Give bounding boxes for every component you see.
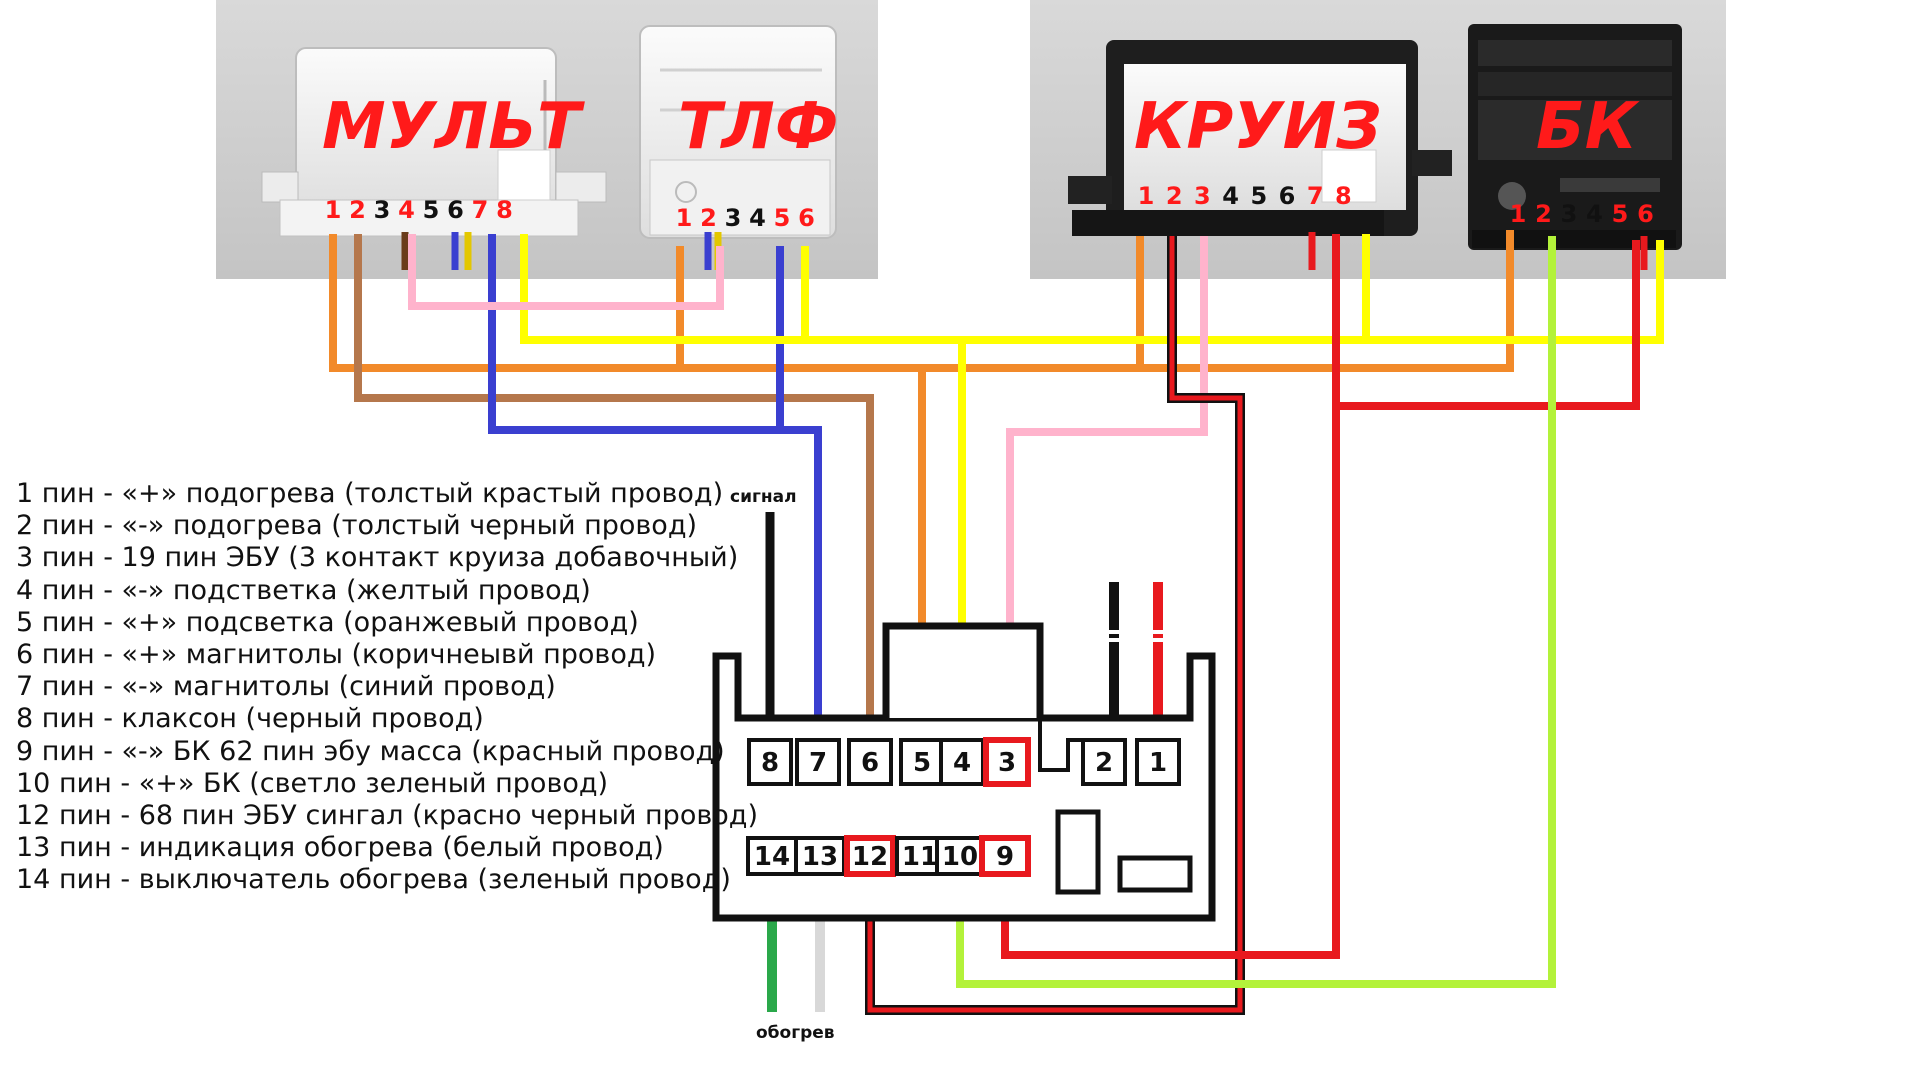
pin-label: 12 — [852, 842, 888, 872]
photo-pin-number: 4 — [398, 196, 415, 224]
photo-pin-number: 8 — [496, 196, 513, 224]
wire-yellow — [520, 234, 1664, 746]
pin-cell — [847, 738, 893, 786]
pin-description: 5 пин - «+» подсветка (оранжевый провод) — [16, 606, 639, 638]
photo-pin-number: 2 — [1166, 182, 1183, 210]
photo-pin-number: 6 — [1279, 182, 1296, 210]
pin-description: 9 пин - «-» БК 62 пин эбу масса (красный… — [16, 735, 725, 767]
photo-pin-number: 3 — [374, 196, 391, 224]
pin-label: 1 — [1149, 748, 1167, 778]
pin-description: 10 пин - «+» БК (светло зеленый провод) — [16, 767, 609, 799]
photo-pin-number: 4 — [749, 204, 766, 232]
wire-lightgreen — [956, 236, 1556, 988]
wires — [329, 230, 1664, 1015]
photo-kruiz-bk — [1030, 0, 1726, 279]
pin-cell — [935, 836, 985, 876]
wire-brown — [354, 234, 874, 746]
heating-callout: обогрев — [756, 1023, 835, 1043]
pin-description: 6 пин - «+» магнитолы (коричнеывй провод… — [16, 639, 657, 671]
pin-label: 9 — [996, 842, 1014, 872]
pin-label: 7 — [809, 748, 827, 778]
photo-pin-number: 3 — [1194, 182, 1211, 210]
pin-description: 8 пин - клаксон (черный провод) — [16, 703, 484, 735]
main-connector-tab — [882, 622, 1044, 718]
photo-pin-number: 2 — [700, 204, 717, 232]
pin-description: 1 пин - «+» подогрева (толстый крастый п… — [16, 478, 724, 509]
pin-label: 6 — [861, 748, 879, 778]
photo-pin-number: 3 — [1561, 200, 1578, 228]
pin-label: 11 — [902, 842, 938, 872]
photo-pin-number: 1 — [1510, 200, 1527, 228]
wire-pink — [408, 234, 1208, 746]
pin-cell — [1135, 738, 1181, 786]
pin-description: 12 пин - 68 пин ЭБУ сингал (красно черны… — [16, 800, 758, 832]
connector-title-bk: БК — [1536, 90, 1640, 164]
photo-pin-number: 8 — [1335, 182, 1352, 210]
mult-connector-plug — [261, 47, 607, 237]
pin-cell — [979, 835, 1031, 877]
pin-label: 14 — [754, 842, 790, 872]
photo-pin-number: 2 — [349, 196, 366, 224]
photo-pin-number: 1 — [1138, 182, 1155, 210]
pin-cell — [983, 737, 1031, 787]
photo-pin-number: 7 — [1307, 182, 1324, 210]
pin-description: 4 пин - «-» подстветка (желтый провод) — [16, 574, 591, 606]
pin-description: 14 пин - выключатель обогрева (зеленый п… — [16, 864, 731, 896]
pin-label: 5 — [913, 748, 931, 778]
pin-cell — [1081, 738, 1127, 786]
wire-red-black — [867, 236, 1243, 1013]
photo-pin-number: 5 — [423, 196, 440, 224]
pin-label: 10 — [942, 842, 978, 872]
photo-pin-number: 4 — [1586, 200, 1603, 228]
pin-label: 2 — [1095, 748, 1113, 778]
pin-description: 13 пин - индикация обогрева (белый прово… — [16, 832, 664, 864]
pin-description: 7 пин - «-» магнитолы (синий провод) — [16, 671, 556, 703]
photo-pin-number: 2 — [1535, 200, 1552, 228]
photo-mult-tlf — [216, 0, 878, 279]
photo-pin-number: 5 — [1612, 200, 1629, 228]
pin-label: 8 — [761, 748, 779, 778]
photo-pin-number: 6 — [798, 204, 815, 232]
photo-pin-number: 1 — [325, 196, 342, 224]
pin-cell — [844, 835, 896, 877]
photo-pin-number: 6 — [1637, 200, 1654, 228]
main-connector-slot — [1055, 809, 1101, 895]
photo-pin-number: 4 — [1222, 182, 1239, 210]
photo-pin-number: 1 — [676, 204, 693, 232]
pin-cell — [795, 738, 841, 786]
bk-connector-plug — [1468, 24, 1682, 250]
pin-cell — [746, 836, 798, 876]
connector-title-kruiz: КРУИЗ — [1134, 90, 1382, 164]
photo-pin-number: 3 — [725, 204, 742, 232]
main-connector-key — [1117, 855, 1193, 893]
tlf-connector-plug — [639, 25, 837, 239]
pin-description: 3 пин - 19 пин ЭБУ (3 контакт круиза доб… — [16, 542, 739, 574]
pin-label: 4 — [953, 748, 971, 778]
pin-label: 13 — [802, 842, 838, 872]
pin-cell — [747, 738, 793, 786]
signal-callout: сигнал — [730, 487, 797, 507]
pin-description: 2 пин - «-» подогрева (толстый черный пр… — [16, 510, 698, 542]
photo-pin-number: 5 — [774, 204, 791, 232]
photo-pin-number: 5 — [1250, 182, 1267, 210]
connector-title-mult: МУЛЬТ — [322, 90, 585, 164]
kruiz-connector-plug — [1068, 40, 1452, 236]
pin-label: 3 — [998, 748, 1016, 778]
pin-descriptions: 1 пин - «+» подогрева (толстый крастый п… — [16, 478, 758, 897]
photo-pin-number: 6 — [447, 196, 464, 224]
photo-pin-number: 7 — [472, 196, 489, 224]
connector-title-tlf: ТЛФ — [678, 90, 838, 164]
